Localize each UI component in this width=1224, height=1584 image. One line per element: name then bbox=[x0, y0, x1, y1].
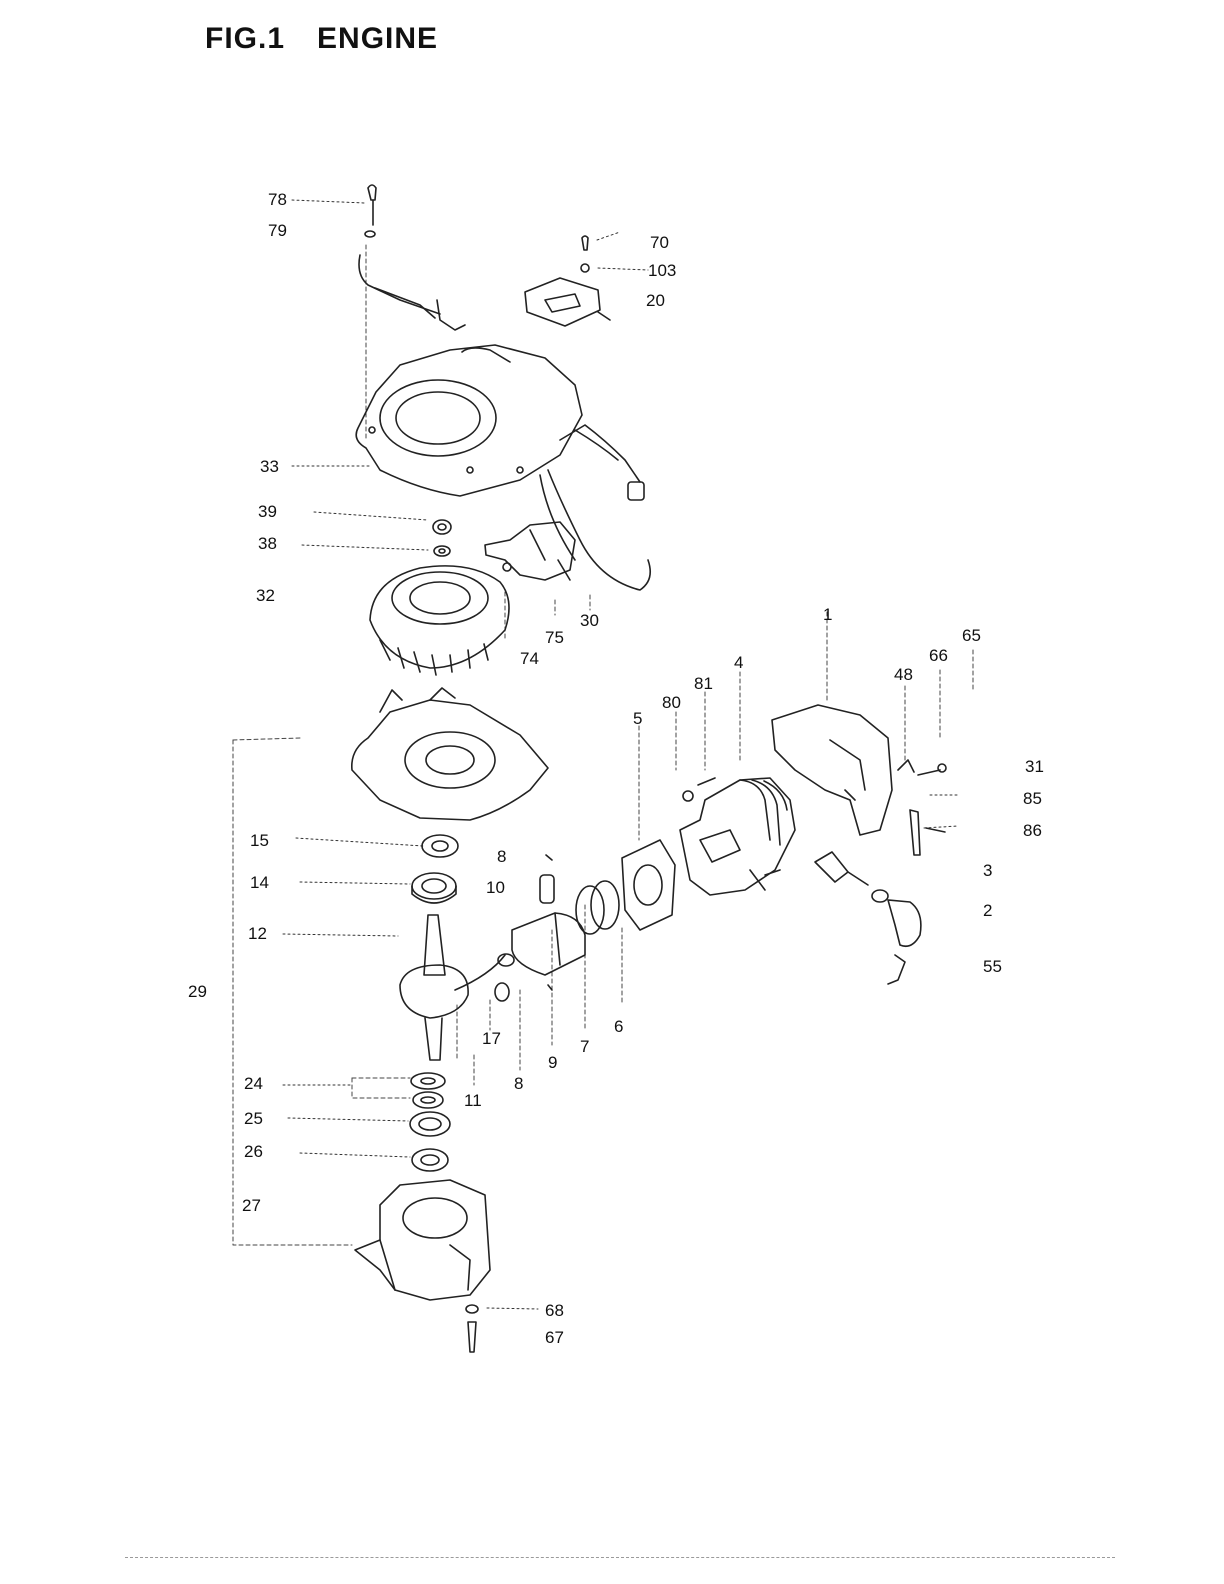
part-label: 29 bbox=[188, 982, 207, 1001]
part-label: 74 bbox=[520, 649, 539, 668]
cylinder-cover-icon bbox=[772, 705, 892, 835]
bolt-78-icon bbox=[365, 185, 376, 237]
part-label: 9 bbox=[548, 1053, 557, 1072]
ignition-module-icon bbox=[525, 236, 610, 326]
ignition-coil-icon bbox=[485, 522, 575, 580]
part-label: 30 bbox=[580, 611, 599, 630]
bearing-25-icon bbox=[410, 1112, 450, 1136]
leader-lines bbox=[283, 200, 958, 1309]
part-label: 6 bbox=[614, 1017, 623, 1036]
part-label: 20 bbox=[646, 291, 665, 310]
part-label: 31 bbox=[1025, 757, 1044, 776]
part-label: 24 bbox=[244, 1074, 263, 1093]
bearing-14-icon bbox=[412, 873, 456, 903]
part-label: 14 bbox=[250, 873, 269, 892]
part-label: 26 bbox=[244, 1142, 263, 1161]
part-label: 65 bbox=[962, 626, 981, 645]
part-label: 86 bbox=[1023, 821, 1042, 840]
spark-plug-icon bbox=[815, 852, 868, 885]
page-bottom-rule bbox=[125, 1557, 1115, 1558]
cylinder-icon bbox=[680, 778, 795, 895]
fan-housing-icon bbox=[356, 345, 650, 590]
bolt-67-icon bbox=[468, 1322, 476, 1352]
part-label: 66 bbox=[929, 646, 948, 665]
piston-ring-6-icon bbox=[591, 881, 619, 929]
plug-cap-icon bbox=[872, 890, 921, 946]
part-label: 8 bbox=[514, 1074, 523, 1093]
part-label: 103 bbox=[648, 261, 676, 280]
part-label: 78 bbox=[268, 190, 287, 209]
part-label: 79 bbox=[268, 221, 287, 240]
part-label: 85 bbox=[1023, 789, 1042, 808]
part-label: 80 bbox=[662, 693, 681, 712]
part-label: 32 bbox=[256, 586, 275, 605]
part-label: 55 bbox=[983, 957, 1002, 976]
part-label: 7 bbox=[580, 1037, 589, 1056]
part-label: 68 bbox=[545, 1301, 564, 1320]
needle-bearing-icon bbox=[495, 954, 514, 1001]
bearing-15-icon bbox=[422, 835, 458, 857]
part-label: 33 bbox=[260, 457, 279, 476]
crankcase-lower-icon bbox=[355, 1180, 490, 1300]
part-label: 15 bbox=[250, 831, 269, 850]
part-label: 8 bbox=[497, 847, 506, 866]
part-label: 12 bbox=[248, 924, 267, 943]
washer-38-icon bbox=[434, 546, 450, 556]
part-label: 27 bbox=[242, 1196, 261, 1215]
part-label: 11 bbox=[464, 1091, 482, 1110]
part-label: 25 bbox=[244, 1109, 263, 1128]
part-label: 48 bbox=[894, 665, 913, 684]
crankcase-upper-icon bbox=[352, 688, 548, 820]
part-label: 4 bbox=[734, 653, 743, 672]
part-label: 38 bbox=[258, 534, 277, 553]
washer-68-icon bbox=[466, 1305, 478, 1313]
flywheel-icon bbox=[370, 566, 509, 675]
piston-pin-icon bbox=[540, 855, 554, 903]
nut-39-icon bbox=[433, 520, 451, 534]
cylinder-gasket-icon bbox=[622, 840, 675, 930]
cable-bracket-icon bbox=[359, 255, 465, 330]
part-label: 81 bbox=[694, 674, 713, 693]
part-label: 17 bbox=[482, 1029, 501, 1048]
part-label: 75 bbox=[545, 628, 564, 647]
terminal-55-icon bbox=[888, 955, 905, 984]
part-label: 10 bbox=[486, 878, 505, 897]
piston-icon bbox=[512, 913, 585, 990]
part-label: 70 bbox=[650, 233, 669, 252]
cover-fasteners-icon bbox=[898, 760, 946, 855]
part-label: 39 bbox=[258, 502, 277, 521]
part-label: 1 bbox=[823, 605, 832, 624]
part-label: 2 bbox=[983, 901, 992, 920]
washers-24-icon bbox=[411, 1073, 445, 1108]
part-label: 67 bbox=[545, 1328, 564, 1347]
part-number-labels: 78 79 70 103 20 33 39 38 32 75 30 74 1 6… bbox=[188, 190, 1044, 1347]
part-label: 3 bbox=[983, 861, 992, 880]
assembly-brackets bbox=[233, 245, 973, 1245]
part-label: 5 bbox=[633, 709, 642, 728]
oil-seal-icon bbox=[412, 1149, 448, 1171]
